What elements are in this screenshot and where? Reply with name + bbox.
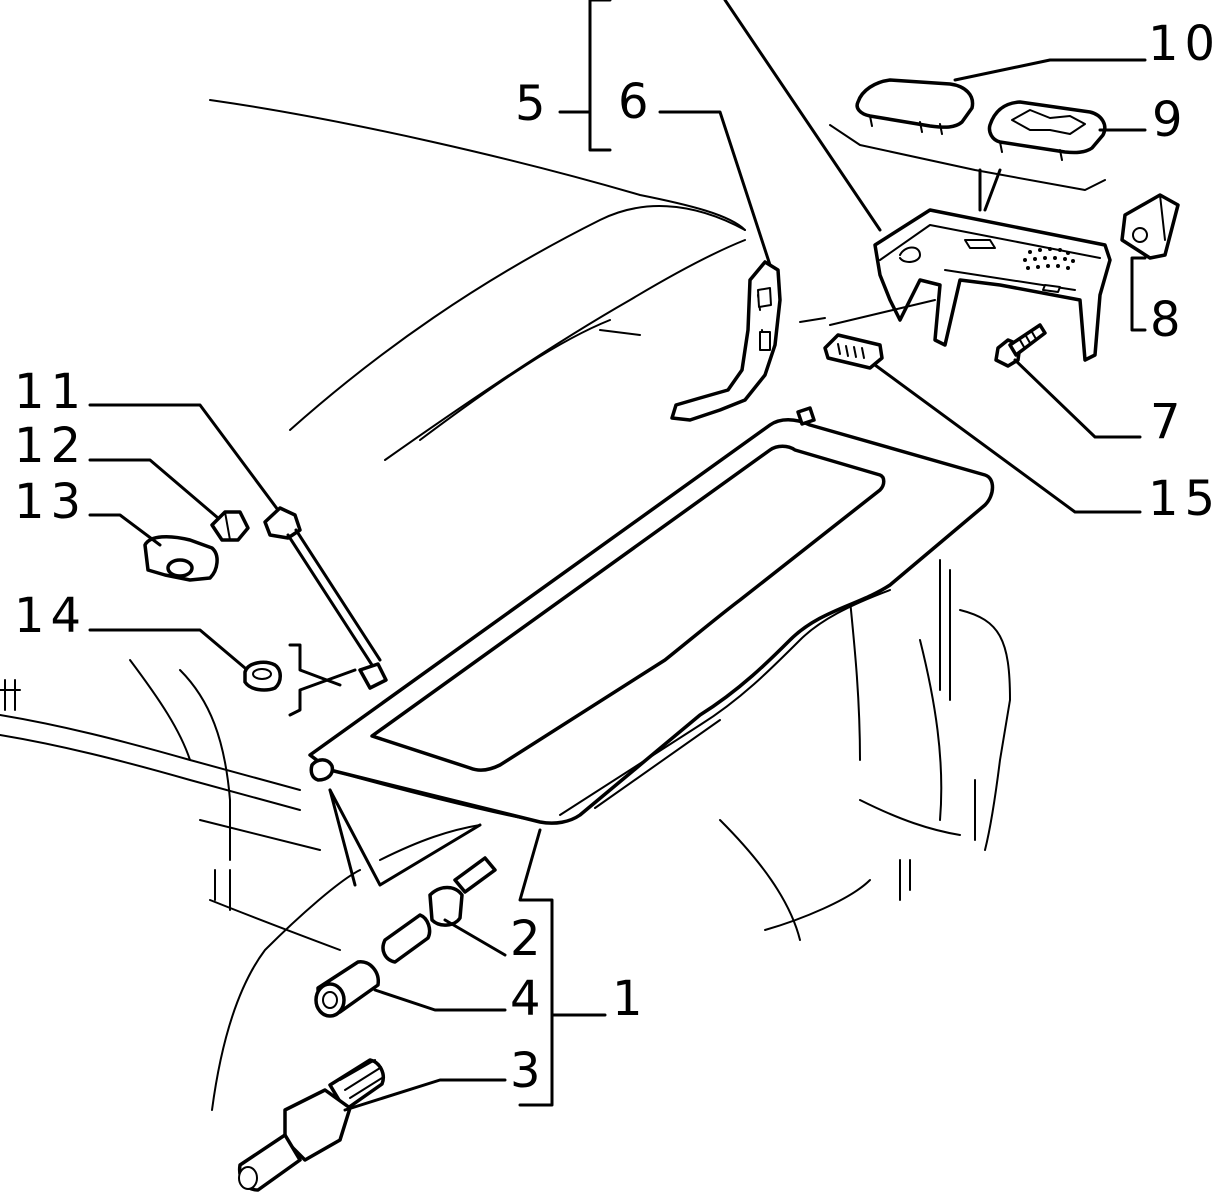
callout-3: 3 [510,1043,547,1099]
callout-7: 7 [1150,394,1187,450]
pin-assembly-line [328,788,482,887]
callout-4: 4 [510,971,547,1027]
callout-11: 11 [14,364,87,420]
callout-10: 10 [1148,16,1215,72]
callout-labels: 1 2 3 4 5 6 7 8 9 10 11 12 13 14 15 [14,16,1215,1099]
screw-7 [994,323,1047,368]
callout-14: 14 [14,588,87,644]
clip-12 [210,510,250,542]
callout-5: 5 [515,76,552,132]
nut-14 [243,660,282,692]
callout-15: 15 [1148,471,1215,527]
callout-6: 6 [618,74,655,130]
callout-9: 9 [1152,92,1189,148]
bracket-clip-13 [143,534,219,582]
speaker-cover-9 [987,100,1107,161]
support-rod-11 [263,506,388,690]
bushing-4 [314,960,380,1018]
pin-3 [237,1058,385,1192]
nut-bracket-line [288,643,342,687]
speaker-housing [873,208,1112,362]
callout-8: 8 [1150,292,1187,348]
pin-2 [381,856,497,964]
pin-assembly-line-2 [328,788,357,887]
parcel-shelf-panel [308,406,995,825]
callout-12: 12 [14,418,87,474]
callout-13: 13 [14,474,87,530]
nut-bracket-line-2 [288,668,357,717]
plug-8 [1120,193,1180,260]
leader-lines [88,0,1147,1112]
speaker-grille [1023,247,1075,270]
shelf-bracket [670,260,782,422]
car-body-outline [0,99,1106,1111]
callout-1: 1 [612,971,649,1027]
callout-2: 2 [510,911,547,967]
insert-15 [799,299,936,370]
speaker-cover-10 [855,78,975,135]
